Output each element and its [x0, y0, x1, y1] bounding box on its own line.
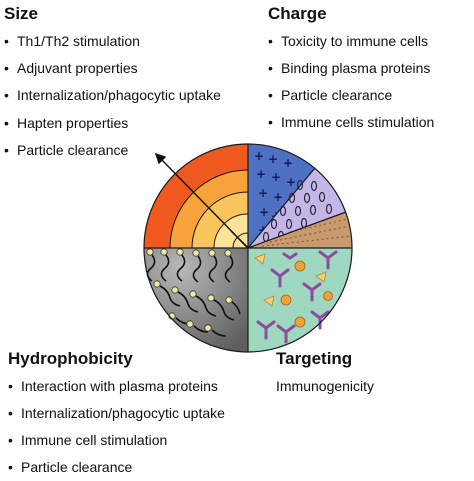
charge-panel: Charge Toxicity to immune cells Binding … — [268, 4, 434, 136]
list-item: Particle clearance — [8, 454, 225, 481]
list-item: Internalization/phagocytic uptake — [4, 82, 221, 109]
svg-text:+: + — [286, 175, 296, 189]
svg-text:+: + — [273, 190, 283, 204]
targeting-heading: Targeting — [276, 349, 353, 368]
targeting-panel: Targeting Immunogenicity — [276, 349, 374, 400]
list-item: Binding plasma proteins — [268, 55, 434, 82]
size-panel: Size Th1/Th2 stimulation Adjuvant proper… — [4, 4, 221, 164]
list-item: Th1/Th2 stimulation — [4, 28, 221, 55]
list-item: Toxicity to immune cells — [268, 28, 434, 55]
size-list: Th1/Th2 stimulation Adjuvant properties … — [4, 28, 221, 164]
svg-text:+: + — [271, 170, 281, 184]
list-item: Adjuvant properties — [4, 55, 221, 82]
svg-text:+: + — [256, 167, 266, 181]
charge-heading: Charge — [268, 4, 327, 23]
svg-text:+: + — [283, 156, 293, 170]
svg-text:+: + — [259, 205, 269, 219]
list-item: Hapten properties — [4, 110, 221, 137]
positive-charge-segment — [248, 144, 315, 248]
orange-ligand-icons — [280, 260, 333, 328]
triangle-ligand-icons — [254, 253, 327, 307]
list-item: Immune cells stimulation — [268, 109, 434, 136]
hydrophobicity-list: Interaction with plasma proteins Interna… — [8, 373, 225, 481]
size-heading: Size — [4, 4, 39, 23]
list-item: Particle clearance — [4, 137, 221, 164]
antibody-icons — [256, 250, 338, 344]
list-item: Particle clearance — [268, 82, 434, 109]
svg-text:+: + — [258, 186, 268, 200]
lipid-head-icons — [146, 248, 233, 332]
charge-list: Toxicity to immune cells Binding plasma … — [268, 28, 434, 136]
hydrophobicity-heading: Hydrophobicity — [8, 349, 133, 368]
list-item: Interaction with plasma proteins — [8, 373, 225, 400]
sphere-outline — [143, 143, 353, 353]
svg-text:+: + — [254, 149, 264, 163]
list-item: Internalization/phagocytic uptake — [8, 400, 225, 427]
list-item: Immune cell stimulation — [8, 427, 225, 454]
svg-text:+: + — [268, 152, 278, 166]
hydrophobicity-panel: Hydrophobicity Interaction with plasma p… — [8, 349, 225, 481]
hydrophobicity-segment — [144, 248, 248, 352]
targeting-text: Immunogenicity — [276, 378, 375, 394]
lipid-tail-icons — [146, 254, 241, 337]
